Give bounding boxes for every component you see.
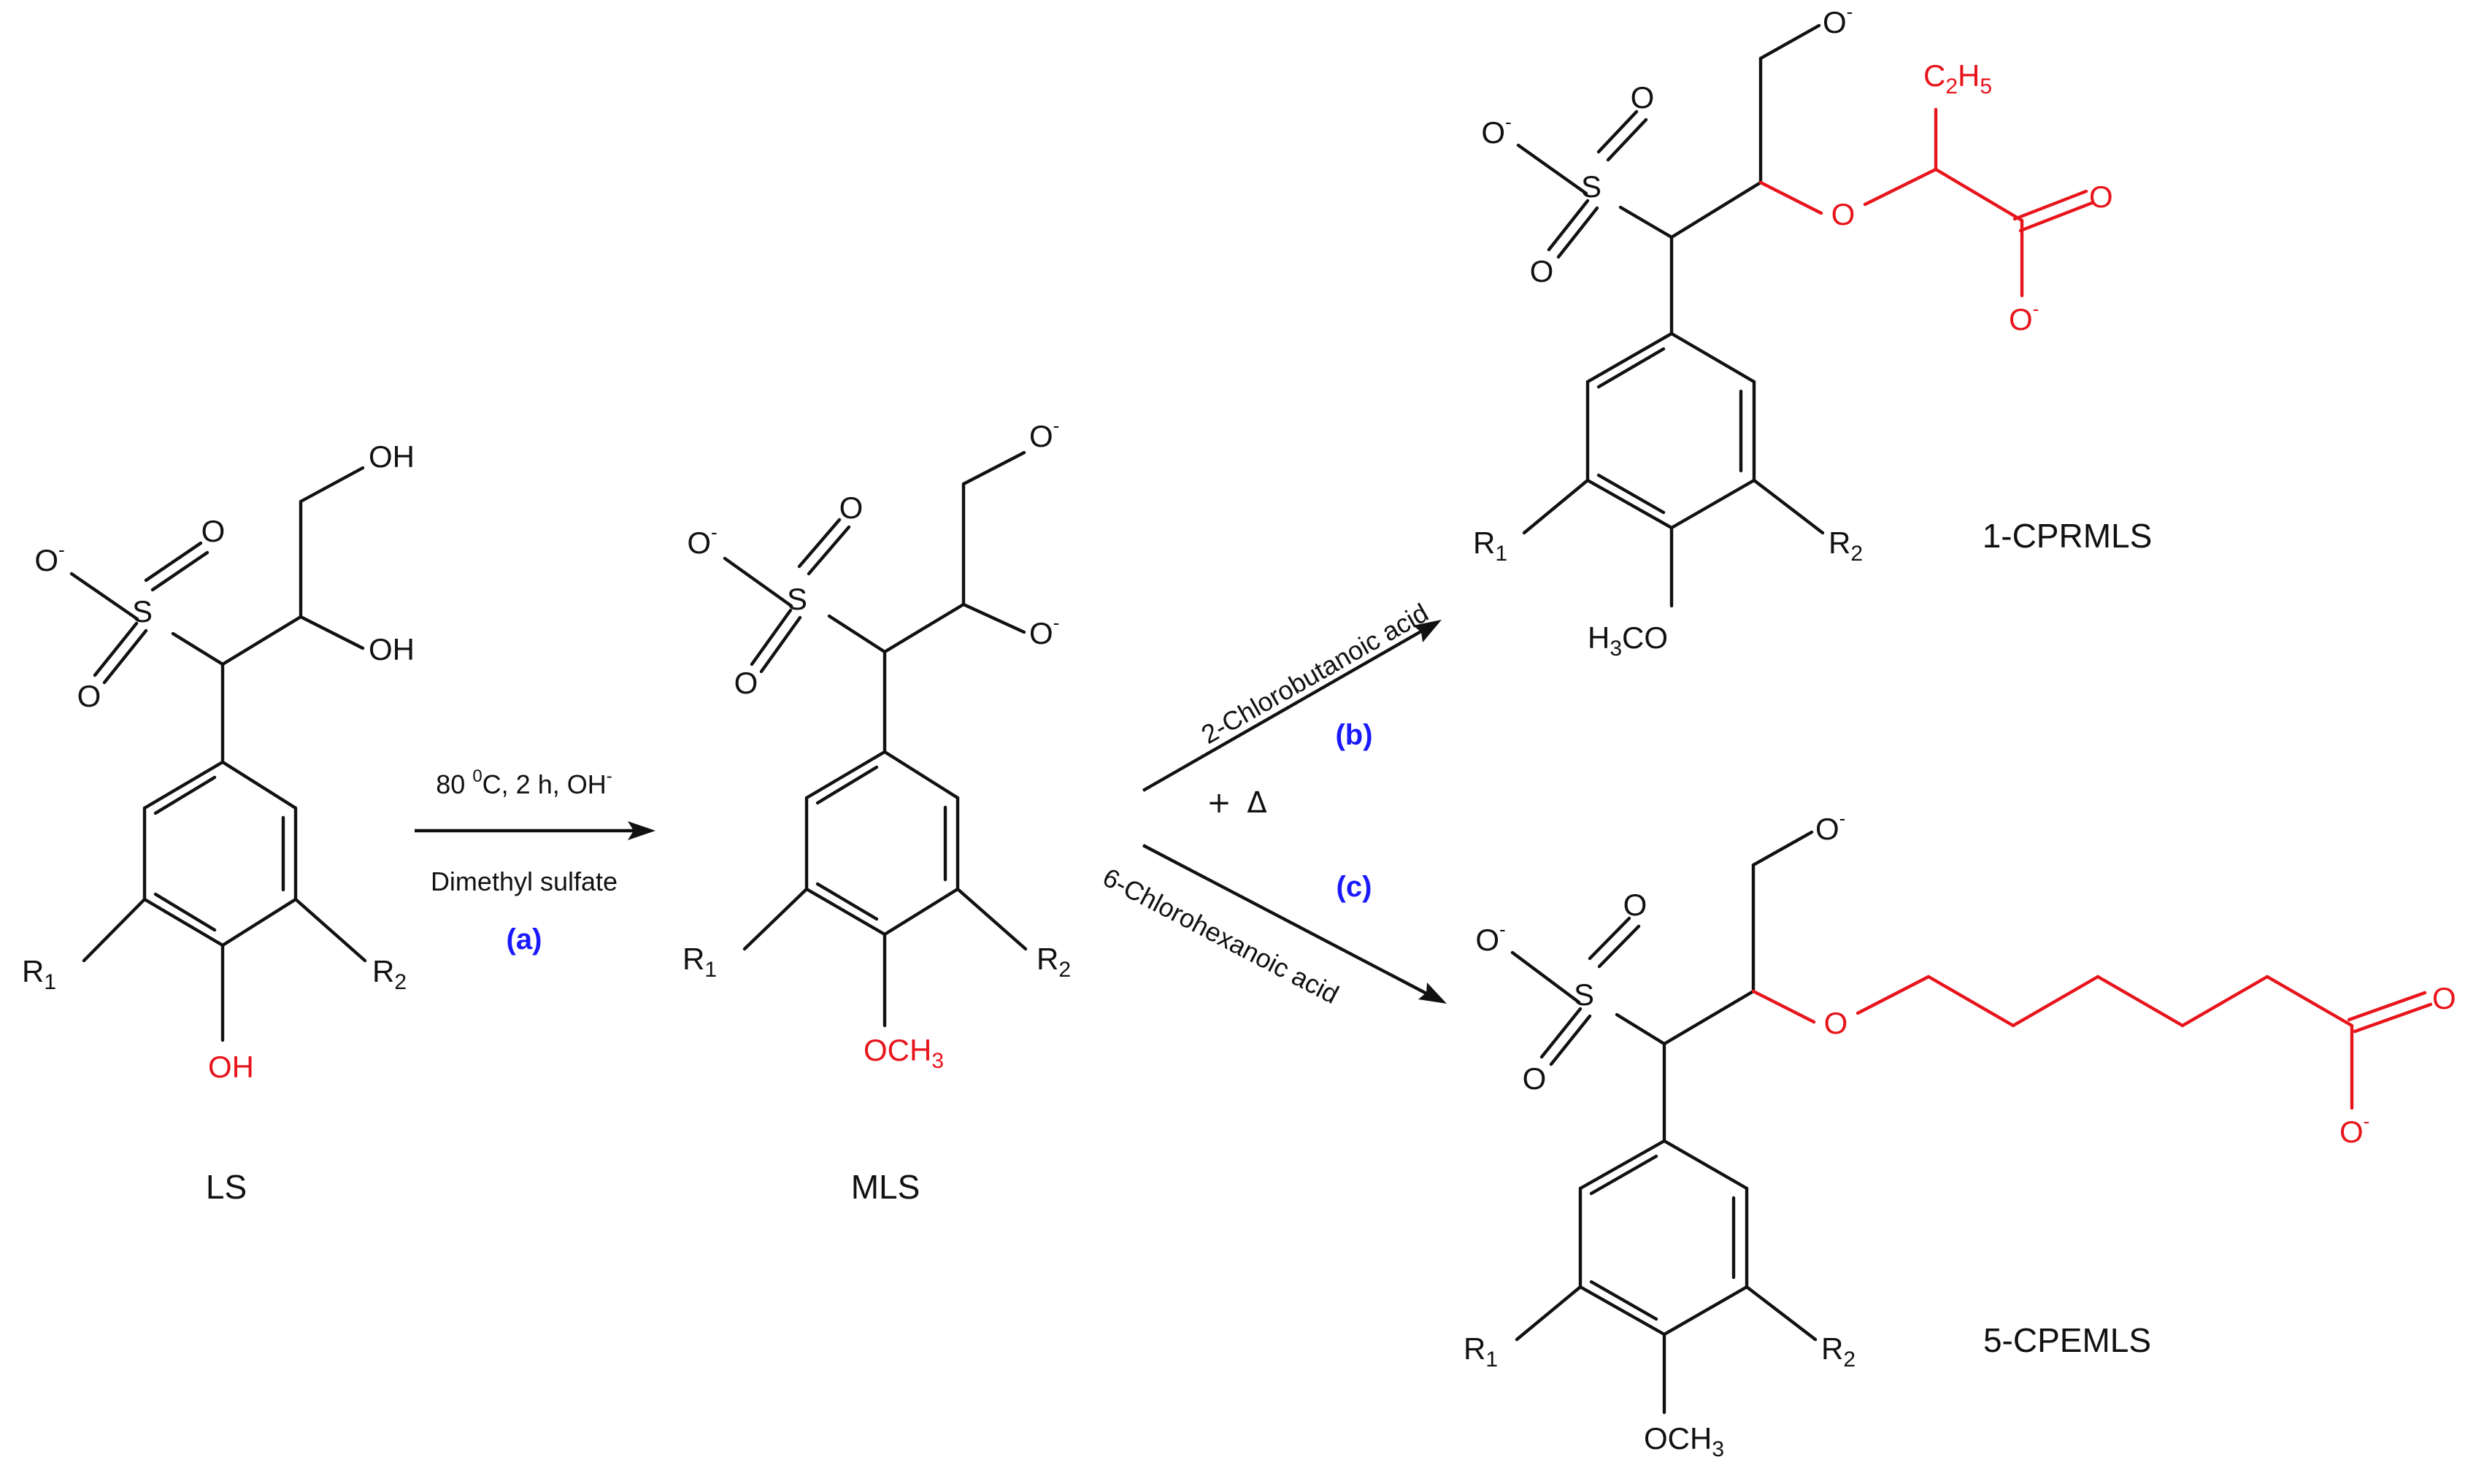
reaction-a-reagent: Dimethyl sulfate — [431, 866, 618, 896]
ls-sulfonate-o-minus: O- — [34, 539, 64, 577]
mls-r2-label: R2 — [1037, 942, 1071, 982]
reaction-c-label: (c) — [1337, 871, 1372, 903]
cprmls-compound-label: 1-CPRMLS — [1983, 517, 2153, 555]
cpemls-sulfur-label: S — [1574, 977, 1594, 1012]
cprmls-ether-o: O — [1831, 197, 1856, 231]
cprmls-sulfonate-o-minus: O- — [1481, 111, 1511, 150]
mls-methoxy-group: OCH3 — [864, 1033, 944, 1073]
heat-symbol: Δ — [1247, 786, 1267, 820]
cprmls-r2-label: R2 — [1829, 526, 1863, 566]
arrow-a-head — [628, 821, 655, 840]
cprmls-ethyl-group: C2H5 — [1923, 58, 1992, 99]
arrow-b-shaft — [1142, 628, 1426, 792]
reaction-a-conditions: 80 0C, 2 h, OH- — [436, 766, 612, 799]
reaction-c-reagent: 6-Chlorohexanoic acid — [1098, 862, 1343, 1010]
cpemls-carboxylate-o-minus: O- — [2339, 1110, 2369, 1149]
ls-structure: S O- O O OH OH R1 R2 OH LS — [22, 439, 415, 1206]
arrow-b-head — [1413, 620, 1442, 642]
reaction-arrow-b: 2-Chlorobutanoic acid (b) — [1142, 597, 1442, 792]
ls-sulfur-label: S — [132, 594, 153, 628]
cprmls-sulfonate-o-bottom: O — [1530, 254, 1554, 288]
mls-structure: S O- O O O- O- R1 R2 OCH3 MLS — [682, 415, 1071, 1206]
cprmls-sulfur-label: S — [1581, 169, 1601, 204]
cpemls-sulfonate-o-bottom: O — [1523, 1061, 1547, 1096]
cpemls-ether-o: O — [1824, 1006, 1848, 1040]
mls-benzene-ring — [804, 750, 960, 937]
reaction-arrow-a: 80 0C, 2 h, OH- Dimethyl sulfate (a) — [415, 766, 655, 956]
reaction-a-label: (a) — [507, 923, 542, 956]
cpemls-r2-label: R2 — [1821, 1331, 1856, 1372]
reaction-b-label: (b) — [1335, 719, 1372, 751]
reaction-arrow-c: 6-Chlorohexanoic acid (c) — [1098, 844, 1447, 1010]
cprmls-carbonyl-o: O — [2089, 180, 2113, 214]
mls-compound-label: MLS — [851, 1168, 920, 1206]
plus-sign: + — [1207, 786, 1231, 820]
ls-sulfonate-o-top: O — [201, 514, 226, 548]
ls-benzene-ring — [142, 760, 298, 947]
cpemls-r1-label: R1 — [1464, 1331, 1498, 1372]
mls-secondary-o-minus: O- — [1029, 612, 1059, 650]
cpemls-compound-label: 5-CPEMLS — [1983, 1321, 2151, 1359]
ls-r1-label: R1 — [22, 954, 56, 994]
reaction-b-reagent: 2-Chlorobutanoic acid — [1196, 597, 1434, 750]
cprmls-primary-o-minus: O- — [1823, 1, 1853, 39]
cprmls-r1-label: R1 — [1473, 526, 1507, 566]
cpemls-structure: S O- O O O- O O O- R1 R2 OCH3 5-CPEMLS — [1464, 807, 2456, 1461]
cpemls-sulfonate-o-minus: O- — [1475, 918, 1505, 957]
mls-sulfur-label: S — [787, 582, 807, 616]
ls-primary-oh: OH — [369, 439, 415, 474]
cpemls-benzene-ring — [1578, 1139, 1749, 1337]
reaction-shared-conditions: + Δ — [1207, 786, 1267, 820]
ls-sulfonate-o-bottom: O — [77, 679, 101, 713]
cpemls-carbonyl-o: O — [2432, 981, 2456, 1015]
cprmls-carboxylate-o-minus: O- — [2009, 298, 2039, 337]
ls-r2-label: R2 — [372, 954, 407, 994]
mls-sulfonate-o-bottom: O — [734, 666, 758, 700]
cprmls-sulfonate-o-top: O — [1631, 80, 1655, 115]
cprmls-methoxy-group: H3CO — [1588, 620, 1668, 661]
cpemls-primary-o-minus: O- — [1815, 807, 1845, 846]
arrow-c-head — [1418, 983, 1447, 1004]
arrow-c-shaft — [1142, 844, 1431, 996]
ls-phenolic-oh: OH — [208, 1050, 254, 1084]
mls-sulfonate-o-minus: O- — [687, 521, 717, 560]
cpemls-methoxy-group: OCH3 — [1644, 1421, 1724, 1461]
cpemls-sulfonate-o-top: O — [1623, 888, 1647, 922]
ls-compound-label: LS — [206, 1168, 247, 1206]
mls-sulfonate-o-top: O — [839, 491, 864, 525]
mls-primary-o-minus: O- — [1029, 415, 1059, 453]
cprmls-structure: S O- O O O- O C2H5 O O- R1 R2 H3CO 1-CPR… — [1473, 1, 2152, 661]
mls-r1-label: R1 — [682, 942, 717, 982]
cprmls-benzene-ring — [1585, 331, 1756, 530]
ls-secondary-oh: OH — [369, 632, 415, 666]
